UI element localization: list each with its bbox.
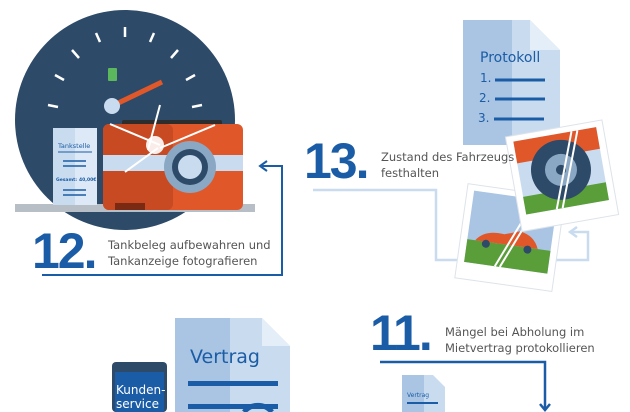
step-number-11: 11. — [370, 305, 433, 361]
step-description-11: Mängel bei Abholung im Mietvertrag proto… — [445, 324, 595, 356]
step-description-12: Tankbeleg aufbewahren und Tankanzeige fo… — [108, 237, 271, 269]
phone-text: Kunden- — [116, 383, 165, 397]
receipt-total-label: Gesamt: — [56, 177, 77, 183]
step-text-line: Zustand des Fahrzeugs — [381, 150, 515, 164]
receipt-icon — [53, 128, 97, 205]
receipt-title: Tankstelle — [57, 142, 90, 150]
magnifier-icon — [242, 402, 274, 412]
arrow-down-icon — [539, 403, 551, 412]
step-number-12: 12. — [32, 223, 98, 279]
step-description-13: Zustand des Fahrzeugs festhalten — [381, 149, 514, 181]
tire-photo-icon — [504, 119, 620, 233]
step-text-line: Mietvertrag protokollieren — [445, 341, 595, 355]
step-text-line: Mängel bei Abholung im — [445, 325, 585, 339]
arrow-left-icon — [567, 225, 578, 239]
protocol-document-icon — [463, 20, 560, 145]
phone-text: service — [116, 397, 159, 411]
step-number-13: 13. — [304, 133, 370, 189]
receipt-total-value: 40,00€ — [79, 177, 96, 183]
contract-title: Vertrag — [190, 346, 260, 368]
small-contract-title: Vertrag — [407, 392, 429, 399]
protocol-item: 1. — [480, 71, 491, 85]
phone-icon — [112, 362, 167, 412]
step-text-line: festhalten — [381, 166, 440, 180]
protocol-item: 2. — [479, 91, 490, 105]
arrow-left-icon — [258, 160, 268, 172]
step-text-line: Tankanzeige fotografieren — [108, 254, 258, 268]
protocol-item: 3. — [478, 111, 489, 125]
contract-document-icon — [175, 318, 290, 412]
camera-icon — [103, 104, 243, 210]
step-text-line: Tankbeleg aufbewahren und — [108, 238, 271, 252]
small-contract-document-icon — [402, 375, 445, 412]
protocol-title: Protokoll — [480, 50, 540, 66]
connector-line — [380, 360, 547, 410]
connector-line — [313, 188, 590, 262]
connector-line — [42, 165, 283, 276]
